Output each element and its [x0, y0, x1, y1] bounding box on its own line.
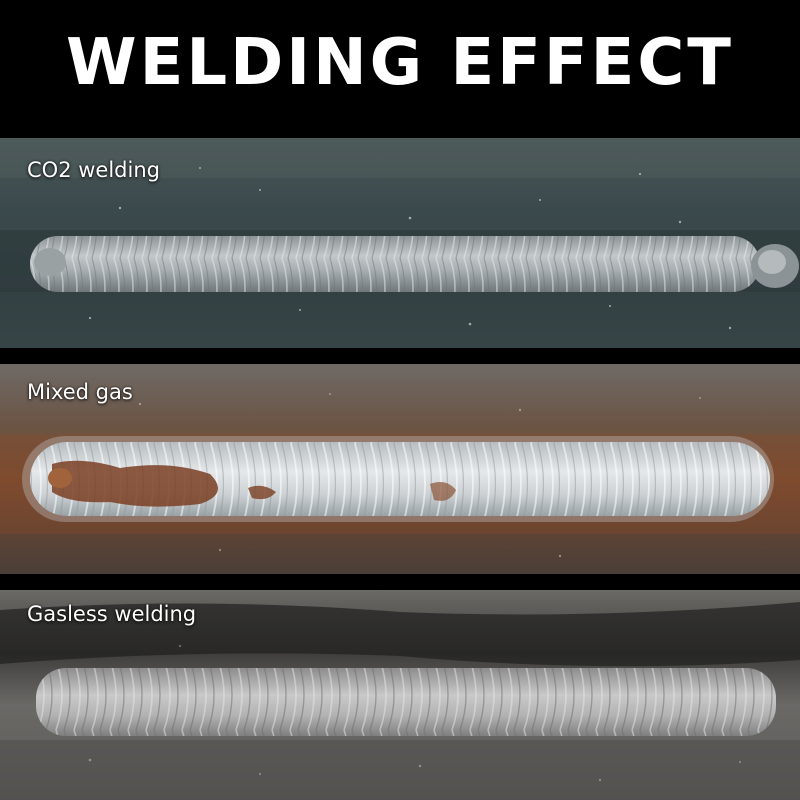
page-title: WELDING EFFECT — [66, 26, 734, 100]
mixed-gas-photo: Mixed gas — [0, 364, 800, 574]
mixed-gas-label: Mixed gas — [27, 380, 133, 404]
mixed-gas-weld-image — [0, 364, 800, 574]
header-banner: WELDING EFFECT — [0, 0, 800, 138]
gasless-weld-image — [0, 590, 800, 800]
gasless-welding-label: Gasless welding — [27, 602, 197, 626]
gasless-welding-photo: Gasless welding — [0, 590, 800, 800]
co2-weld-image — [0, 138, 800, 348]
co2-welding-photo: CO2 welding — [0, 138, 800, 348]
co2-welding-label: CO2 welding — [27, 158, 160, 182]
